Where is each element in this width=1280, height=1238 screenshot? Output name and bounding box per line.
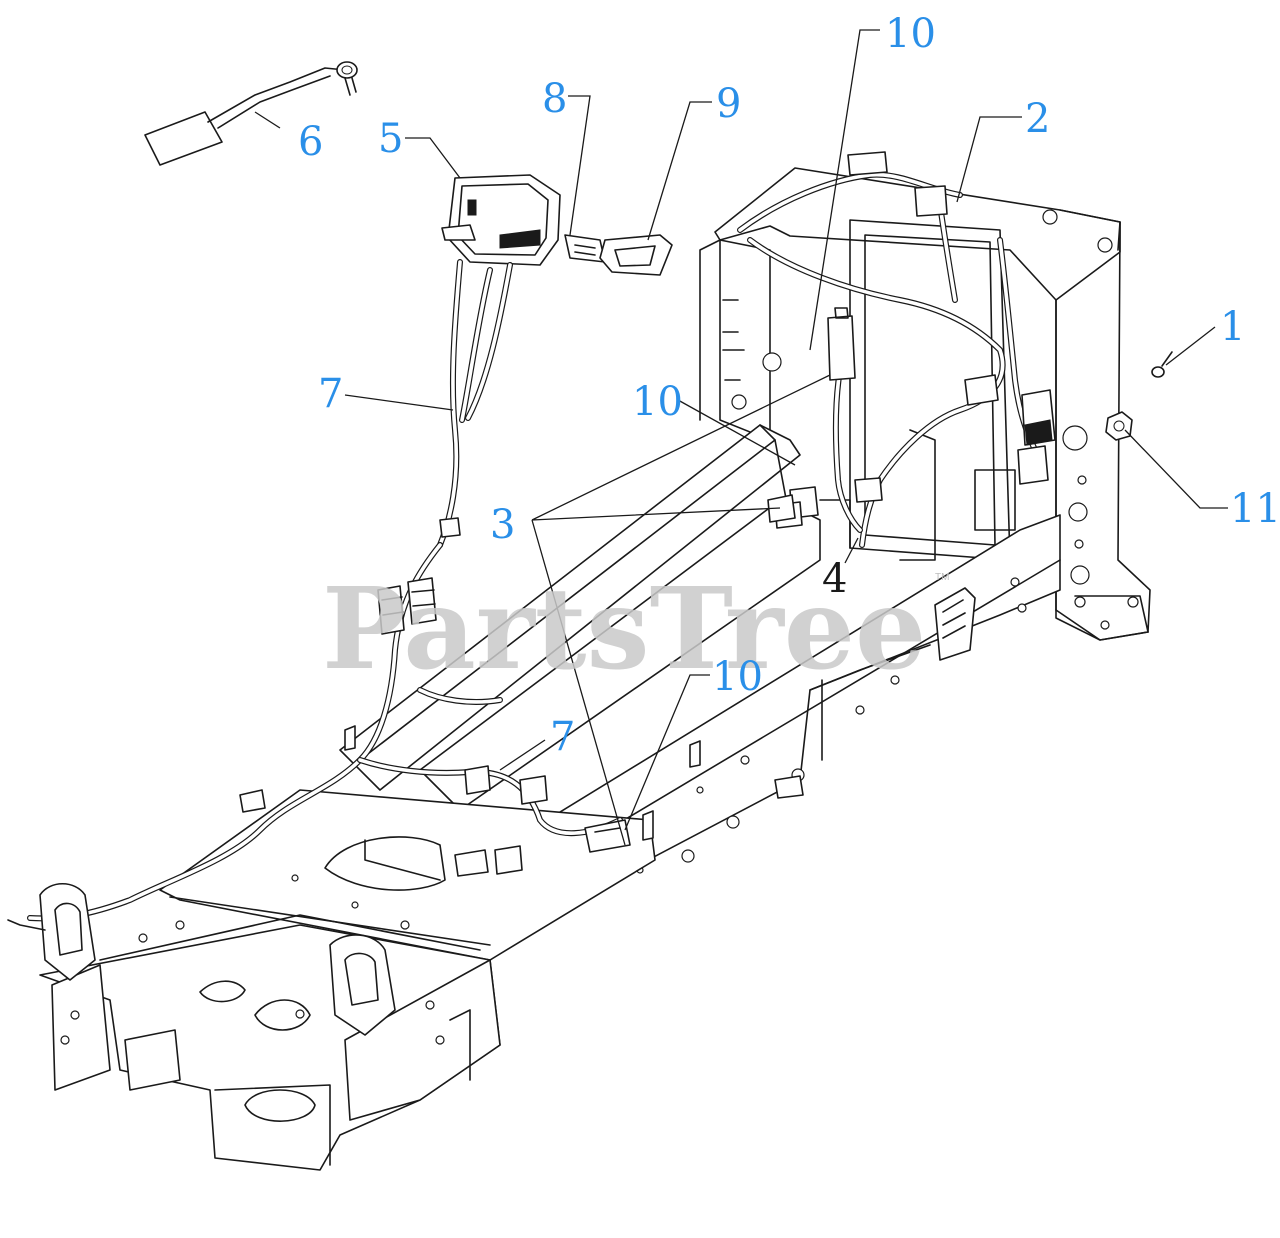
- leader-lines: [254, 29, 1228, 846]
- callout-2: 2: [1025, 96, 1050, 142]
- callout-5: 5: [378, 116, 403, 162]
- callout-8: 8: [542, 76, 567, 122]
- leader-1: [1165, 326, 1216, 366]
- leader-11: [1124, 429, 1228, 509]
- front-mount-right: [329, 934, 396, 1036]
- front-mount-left: [7, 882, 96, 981]
- callout-10c: 10: [712, 654, 763, 700]
- leader-10b: [677, 399, 796, 466]
- leader-10a: [809, 29, 880, 351]
- part-8-switch: [564, 234, 606, 263]
- callout-7b: 7: [550, 714, 575, 760]
- part-9-plate: [599, 234, 673, 276]
- leader-3: [531, 374, 831, 846]
- callout-labels: 1 2 3 4 5 6 7 7 8 9 10 10 10 11: [298, 11, 1280, 760]
- leader-6: [254, 111, 281, 129]
- leader-2: [956, 116, 1022, 203]
- part-6-key-tag: [144, 61, 358, 166]
- callout-7a: 7: [318, 371, 343, 417]
- part-5-switch-housing: [441, 174, 561, 266]
- leader-8: [568, 95, 591, 236]
- leader-7a: [344, 394, 454, 411]
- callout-10a: 10: [885, 11, 936, 57]
- leader-5: [405, 137, 461, 179]
- leader-10c: [624, 674, 710, 831]
- part-7-wire-harness: [27, 151, 1056, 922]
- leader-4: [844, 537, 859, 564]
- callout-6: 6: [298, 119, 323, 165]
- callout-4: 4: [822, 556, 847, 602]
- leader-7b: [499, 739, 546, 771]
- watermark-trademark: TM: [935, 572, 949, 583]
- part-1-screw: [1151, 351, 1173, 378]
- callout-1: 1: [1220, 304, 1245, 350]
- watermark-text: PartsTree: [322, 564, 926, 695]
- rail-fittings: [344, 494, 804, 841]
- callout-11: 11: [1230, 486, 1280, 532]
- leader-9: [647, 101, 712, 241]
- callout-3: 3: [490, 502, 515, 548]
- callout-9: 9: [716, 81, 741, 127]
- callout-10b: 10: [632, 379, 683, 425]
